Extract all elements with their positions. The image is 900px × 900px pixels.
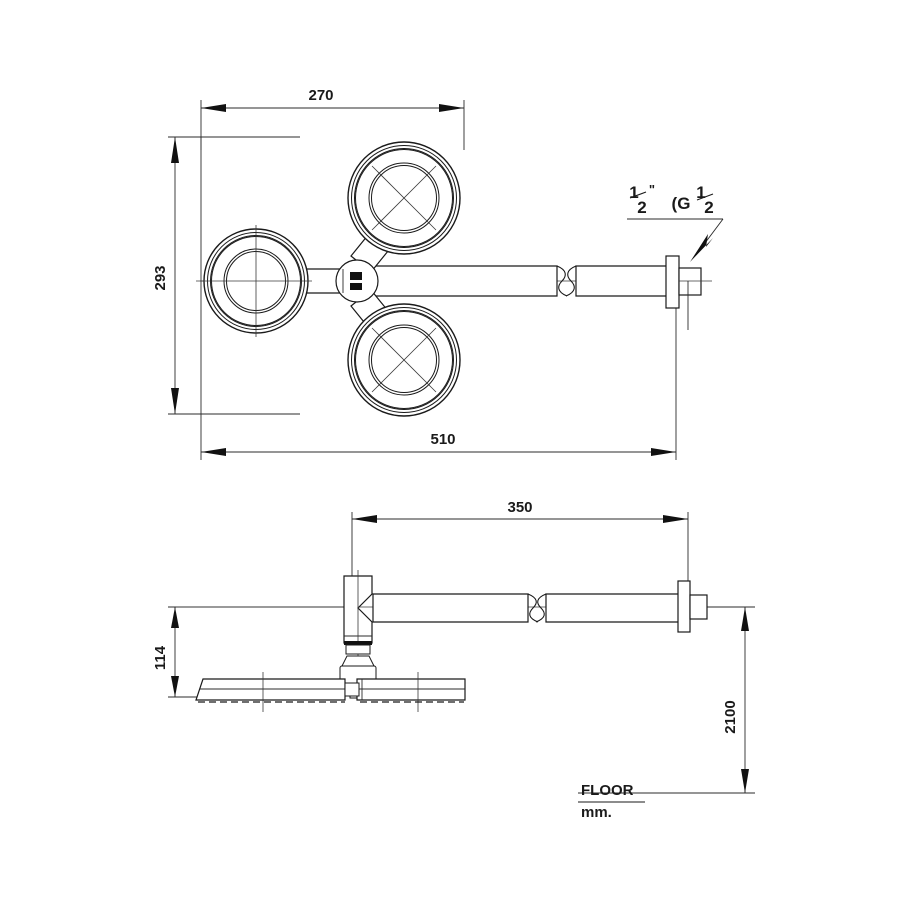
elevation-head-left <box>195 672 346 712</box>
dimension-114-label: 114 <box>152 645 169 670</box>
elevation-view: 350 114 2100 <box>152 498 755 821</box>
thread-denominator-2: 2 <box>704 198 713 217</box>
thread-denominator-1: 2 <box>637 198 646 217</box>
elevation-head-connector <box>344 682 360 697</box>
units-label: mm. <box>581 804 612 821</box>
inch-mark-icon: " <box>649 182 655 197</box>
elevation-wall-flange <box>677 580 708 633</box>
floor-note: FLOOR mm. <box>578 782 645 821</box>
dimension-114: 114 <box>152 606 352 698</box>
dimension-350: 350 <box>351 498 689 582</box>
elevation-head-right <box>356 672 466 712</box>
thread-size-callout: 1 2 " (G 1 2 <box>627 182 724 262</box>
floor-label: FLOOR <box>581 782 634 799</box>
thread-numerator-2: 1 <box>696 183 705 202</box>
elevation-elbow <box>343 570 373 700</box>
elevation-shower-arm <box>372 593 681 623</box>
thread-numerator-1: 1 <box>629 183 638 202</box>
elevation-swivel-joint <box>339 644 377 699</box>
dimension-2100-label: 2100 <box>722 700 739 733</box>
thread-paren-g: (G <box>672 194 691 213</box>
dimension-350-label: 350 <box>507 499 532 516</box>
